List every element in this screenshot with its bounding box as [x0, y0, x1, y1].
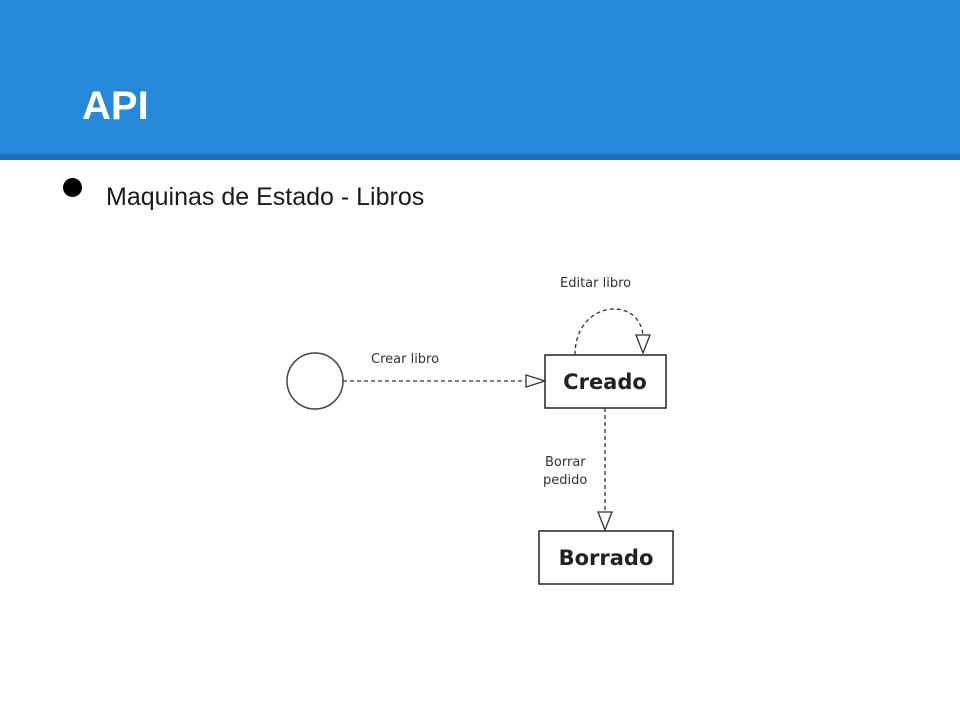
create-transition-label: Crear libro: [371, 352, 439, 367]
edit-transition-loop: [574, 308, 644, 356]
state-created-label: Creado: [563, 370, 647, 394]
state-created: [544, 354, 667, 409]
slide-title: API: [82, 84, 149, 128]
delete-transition-arrowhead: [597, 511, 613, 532]
bullet-dot: [63, 178, 82, 197]
edit-transition-label: Editar libro: [560, 276, 631, 291]
state-deleted: [538, 530, 674, 585]
delete-transition-label-line1: Borrar: [545, 455, 586, 470]
edit-transition-arrowhead: [635, 334, 651, 355]
delete-transition-label-line2: pedido: [543, 473, 587, 488]
state-deleted-label: Borrado: [559, 546, 654, 570]
initial-state: [286, 352, 344, 410]
slide-header: [0, 0, 960, 154]
create-transition-arrowhead: [525, 374, 548, 388]
bullet-text: Maquinas de Estado - Libros: [106, 183, 425, 211]
header-rule: [0, 154, 960, 160]
